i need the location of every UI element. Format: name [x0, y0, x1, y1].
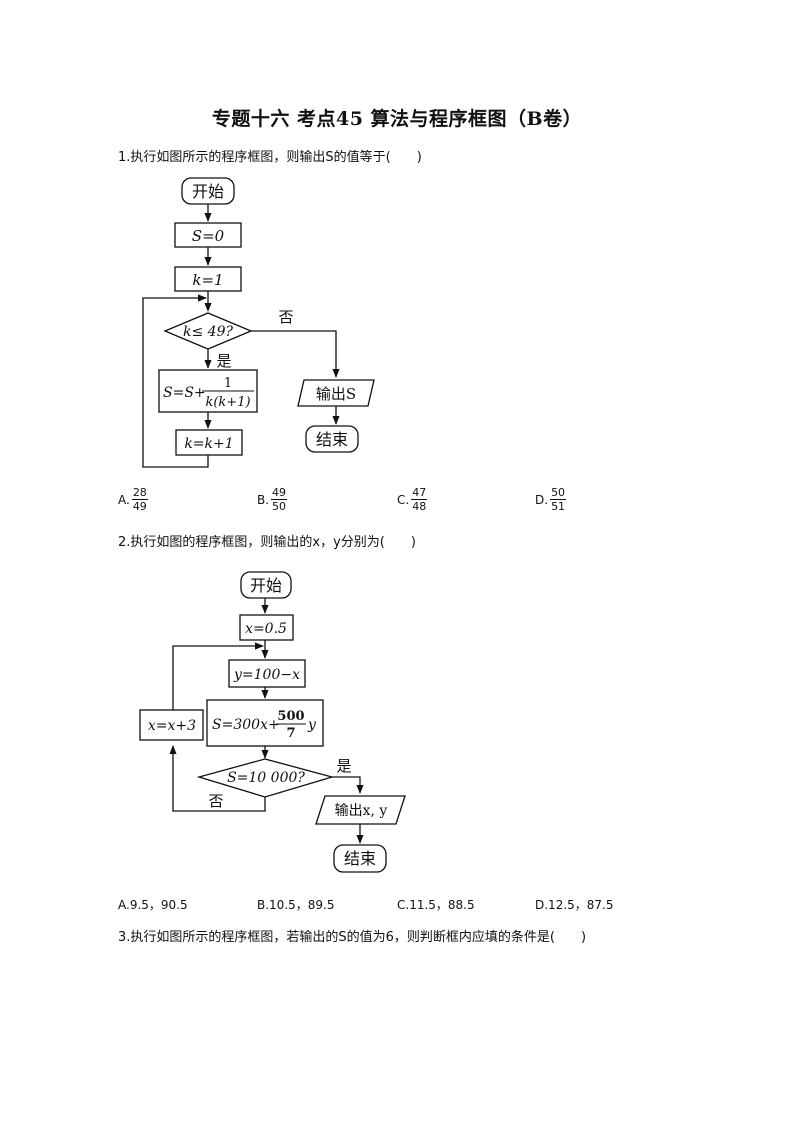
q1-option-c-fraction: 47 48: [411, 486, 428, 513]
q1-option-d-fraction: 50 51: [550, 486, 567, 513]
q1-option-b-letter: B.: [257, 492, 270, 507]
fc2-end-label: 结束: [344, 849, 376, 868]
fc2-output-parallelogram: [315, 795, 406, 825]
q1-option-c-letter: C.: [397, 492, 410, 507]
fc1-no-label: 否: [278, 308, 293, 326]
fc2-calc-s-den: 7: [286, 726, 295, 741]
q1-option-a-letter: A.: [118, 492, 130, 507]
fc2-start-node: [240, 571, 292, 599]
q1-option-b[interactable]: B. 49 50: [257, 486, 288, 513]
fc1-start-label: 开始: [192, 182, 224, 201]
fc2-calc-s-left: S=300x+: [212, 717, 280, 733]
fc1-output-parallelogram: [297, 379, 375, 407]
fc1-init-s-label: S=0: [192, 227, 225, 245]
q1-option-c[interactable]: C. 47 48: [397, 486, 428, 513]
q1-option-a-den: 49: [132, 500, 147, 513]
fc2-calc-s-num: 500: [277, 709, 304, 724]
question-3-text: 3.执行如图所示的程序框图，若输出的S的值为6，则判断框内应填的条件是( ): [118, 930, 587, 945]
fc1-end-label: 结束: [316, 430, 348, 449]
fc1-yes-label: 是: [216, 352, 231, 370]
q1-option-d-den: 51: [551, 500, 566, 513]
fc2-no-label: 否: [208, 792, 223, 810]
question-1-text: 1.执行如图所示的程序框图，则输出S的值等于( ): [118, 150, 422, 165]
q1-option-d[interactable]: D. 50 51: [535, 486, 567, 513]
fc2-init-x-label: x=0.5: [245, 621, 287, 637]
fc1-update-s-left: S=S+: [163, 385, 206, 401]
fc1-update-s-num: 1: [224, 376, 232, 391]
question-2-text: 2.执行如图的程序框图，则输出的x，y分别为( ): [118, 535, 416, 550]
fc1-update-k-label: k=k+1: [184, 436, 233, 452]
q2-option-b[interactable]: B.10.5，89.5: [257, 898, 335, 912]
q2-option-c[interactable]: C.11.5，88.5: [397, 898, 475, 912]
fc1-end-node: [305, 425, 359, 453]
fc2-loop-box: [139, 709, 204, 741]
q1-option-b-den: 50: [272, 500, 287, 513]
q1-option-d-num: 50: [550, 486, 567, 500]
q1-option-b-fraction: 49 50: [271, 486, 288, 513]
fc2-start-label: 开始: [250, 576, 282, 595]
fc1-condition-label: k≤ 49?: [183, 324, 233, 340]
fc2-yes-label: 是: [336, 757, 351, 775]
q1-option-a-fraction: 28 49: [131, 486, 148, 513]
fc2-loop-label: x=x+3: [148, 718, 196, 734]
fc1-init-k-label: k=1: [192, 271, 223, 289]
q1-option-c-den: 48: [412, 500, 427, 513]
fc2-calc-s-right: y: [307, 717, 317, 733]
fc2-calc-y-box: [228, 659, 306, 688]
q2-option-d[interactable]: D.12.5，87.5: [535, 898, 614, 912]
fc2-init-x-box: [239, 614, 294, 641]
q1-option-a-num: 28: [131, 486, 148, 500]
page-title: 专题十六 考点45 算法与程序框图（B卷）: [211, 108, 583, 130]
q1-option-c-num: 47: [411, 486, 428, 500]
q1-option-d-letter: D.: [535, 492, 549, 507]
fc2-condition-label: S=10 000?: [227, 770, 305, 786]
fc2-end-node: [333, 844, 387, 873]
fc1-update-k-box: [175, 429, 243, 456]
fc2-output-label: 输出x, y: [335, 803, 388, 819]
fc2-calc-y-label: y=100−x: [233, 667, 300, 683]
fc1-update-s-den: k(k+1): [205, 395, 250, 410]
fc1-output-label: 输出S: [316, 385, 356, 403]
q1-option-a[interactable]: A. 28 49: [118, 486, 148, 513]
q1-option-b-num: 49: [271, 486, 288, 500]
q2-option-a[interactable]: A.9.5，90.5: [118, 898, 188, 912]
